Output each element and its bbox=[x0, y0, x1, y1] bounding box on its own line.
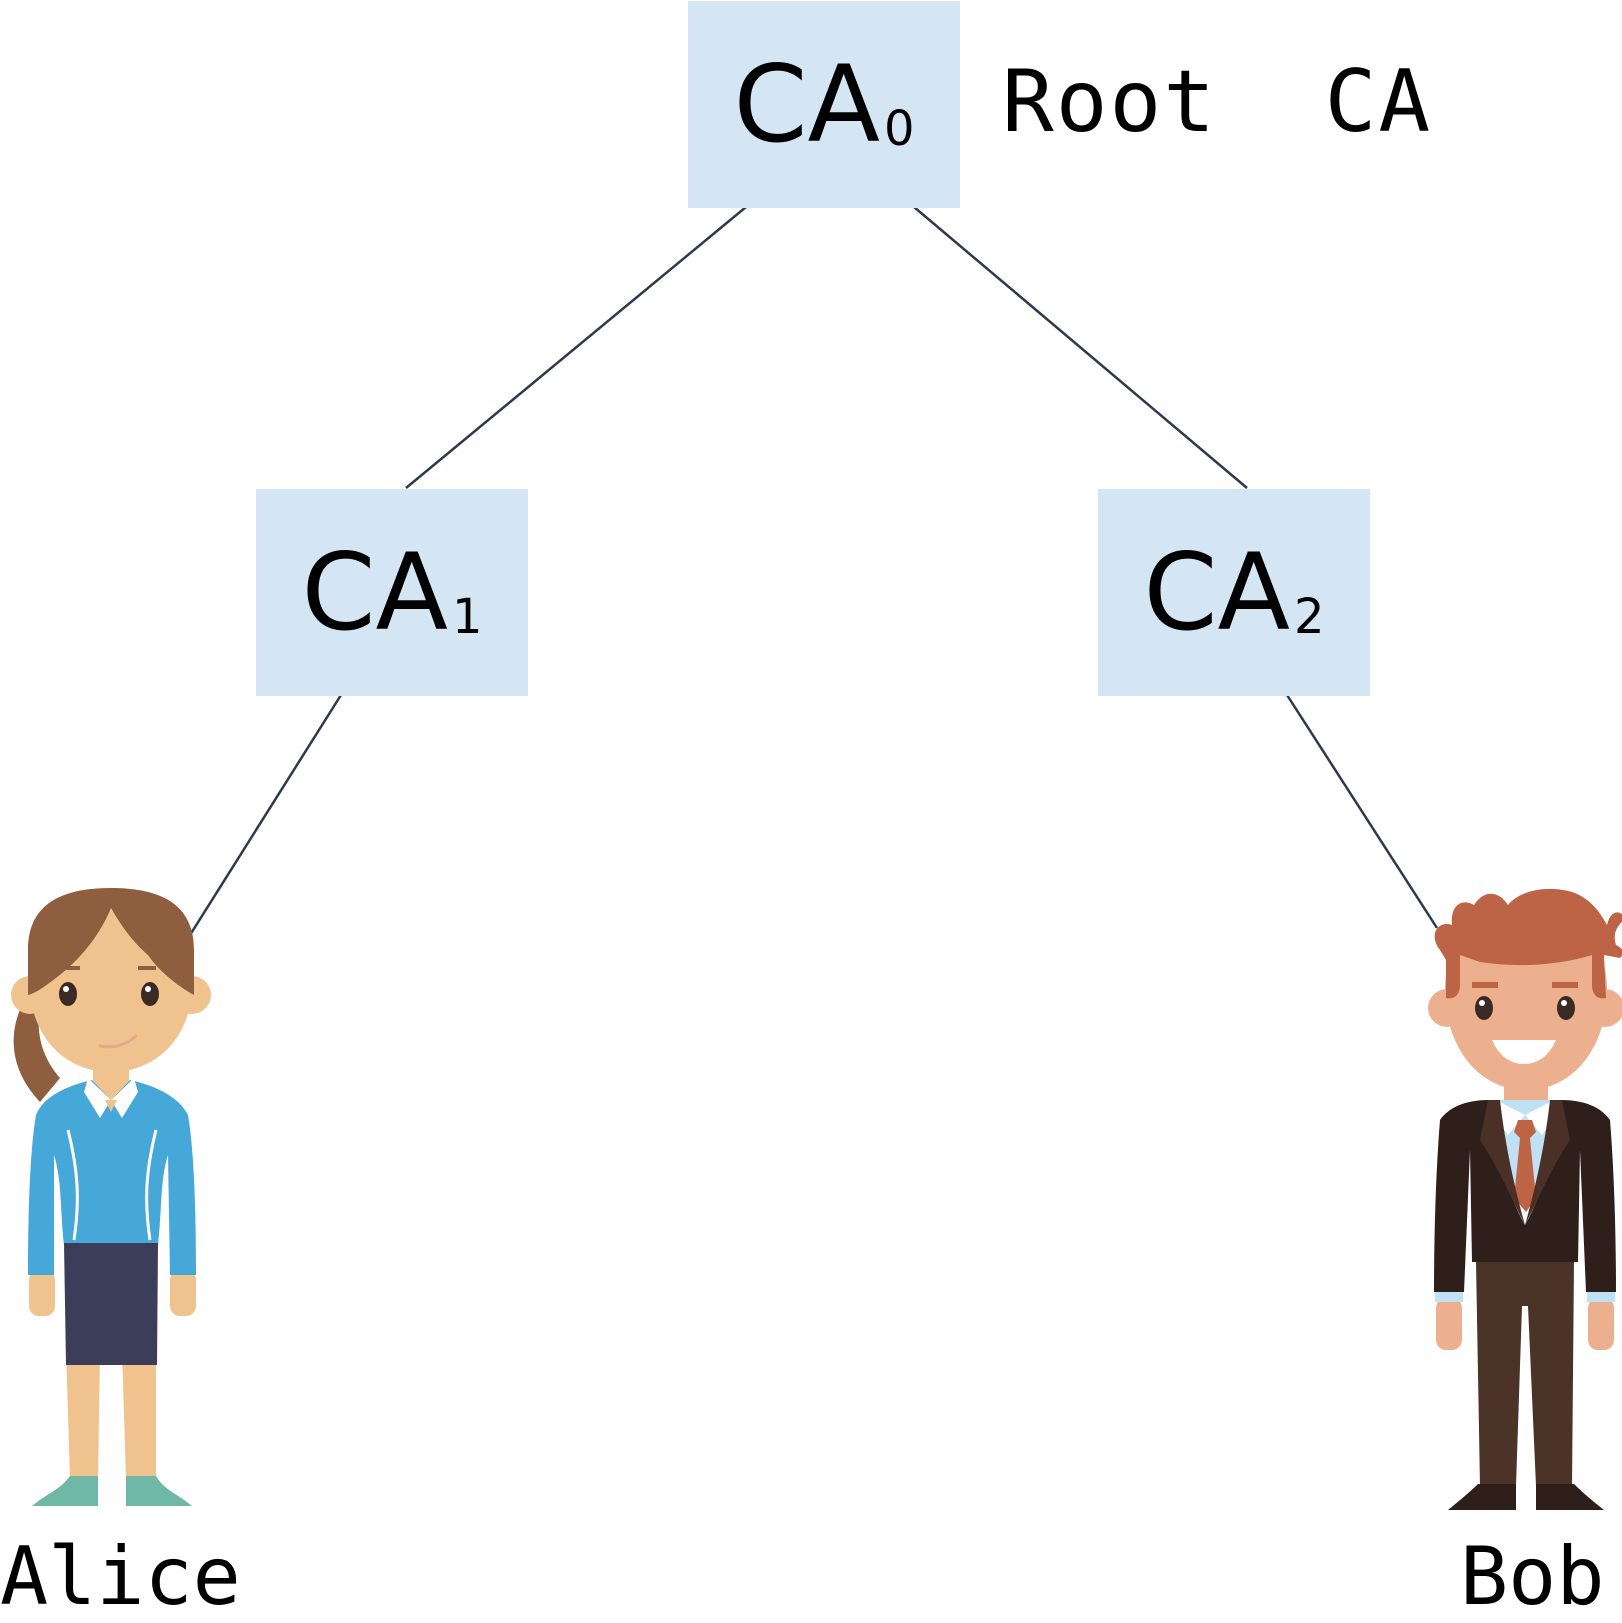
edge-ca1-alice bbox=[188, 694, 343, 936]
ca0-subscript: 0 bbox=[883, 100, 915, 157]
edge-ca0-ca1 bbox=[405, 206, 747, 489]
ca2-subscript: 2 bbox=[1293, 588, 1325, 645]
ca1-name: CA bbox=[301, 530, 448, 654]
alice-label: Alice bbox=[0, 1530, 241, 1623]
ca2-name: CA bbox=[1143, 530, 1290, 654]
edge-ca0-ca2 bbox=[913, 206, 1248, 489]
alice-figure bbox=[11, 888, 211, 1506]
bob-label: Bob bbox=[1460, 1530, 1605, 1623]
bob-figure bbox=[1428, 888, 1622, 1510]
ca1-subscript: 1 bbox=[451, 588, 483, 645]
ca0-name: CA bbox=[733, 42, 880, 166]
edge-ca2-bob bbox=[1285, 694, 1439, 929]
root-ca-label: Root CA bbox=[1002, 52, 1433, 152]
